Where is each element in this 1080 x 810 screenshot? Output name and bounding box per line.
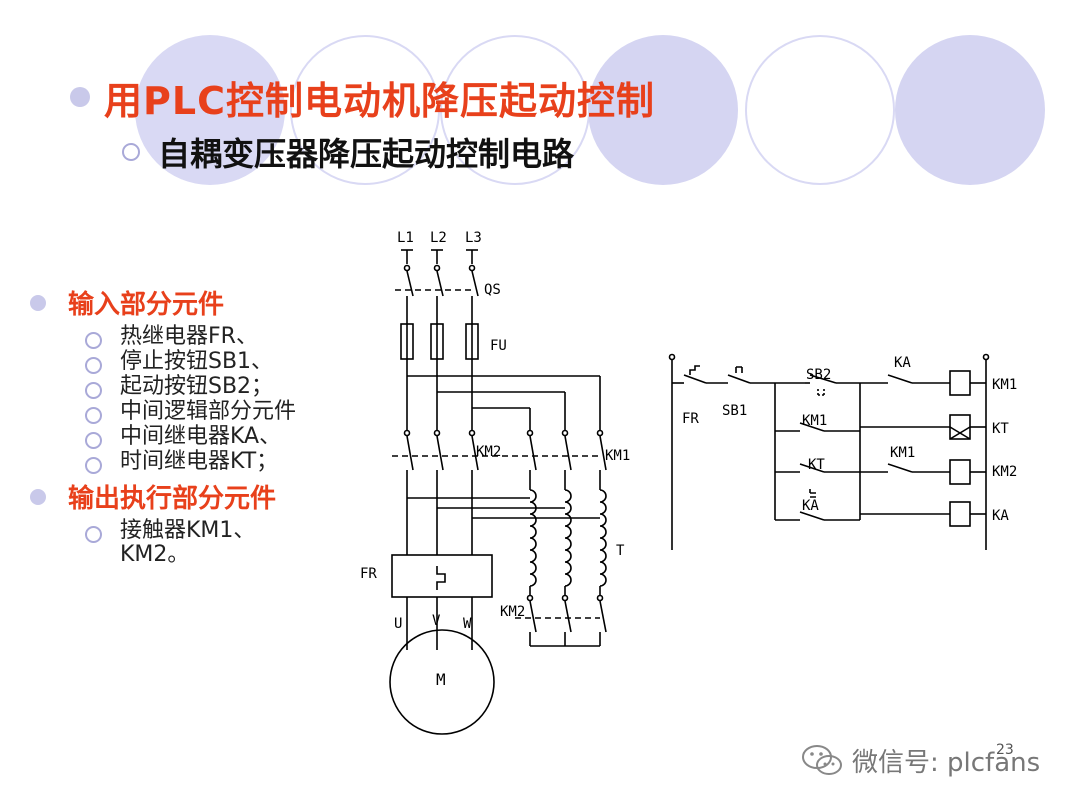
list-item-text: 起动按钮SB2； xyxy=(120,374,274,399)
item-bullet xyxy=(85,432,102,449)
ctrl-label-ka-contact: KA xyxy=(802,498,819,514)
label-km1: KM1 xyxy=(605,448,630,464)
title-bullet xyxy=(70,87,90,107)
ctrl-label-km1-mid: KM1 xyxy=(890,445,915,461)
label-w: W xyxy=(463,616,472,632)
list-item: 接触器KM1、KM2。 xyxy=(85,519,330,567)
list-item: 停止按钮SB1、 xyxy=(85,350,330,374)
ctrl-label-ka-top: KA xyxy=(894,355,911,371)
ctrl-label-fr: FR xyxy=(682,411,699,427)
item-bullet xyxy=(85,407,102,424)
slide-subtitle: 自耦变压器降压起动控制电路 xyxy=(122,130,574,174)
label-u: U xyxy=(394,616,402,632)
deco-circle-2 xyxy=(290,35,440,185)
label-l2: L2 xyxy=(430,230,447,246)
label-km2-bottom: KM2 xyxy=(500,604,525,620)
watermark-text: 微信号: plcfans xyxy=(852,747,1041,778)
list-item-text: 中间逻辑部分元件 xyxy=(120,399,297,424)
label-qs: QS xyxy=(484,282,501,298)
slide-title: 用PLC控制电动机降压起动控制 xyxy=(70,72,655,123)
ctrl-label-kt: KT xyxy=(808,457,825,473)
list-item-text: 停止按钮SB1、 xyxy=(120,349,274,374)
list-item-text: 接触器KM1、KM2。 xyxy=(120,518,256,567)
control-circuit-diagram: FR SB1 SB2 KM1 KT KA KA KM1 KM1 KT KM2 K… xyxy=(668,353,1017,550)
item-bullet xyxy=(85,332,102,349)
item-bullet xyxy=(85,526,102,543)
subtitle-bullet xyxy=(122,143,140,161)
item-bullet xyxy=(85,357,102,374)
ctrl-label-sb1: SB1 xyxy=(722,403,747,419)
list-item: 热继电器FR、 xyxy=(85,325,330,349)
list-item: 时间继电器KT； xyxy=(85,450,330,474)
ctrl-coil-km2: KM2 xyxy=(992,464,1017,480)
label-km2: KM2 xyxy=(476,444,501,460)
ctrl-coil-kt: KT xyxy=(992,421,1009,437)
watermark: 微信号: plcfans xyxy=(800,738,1070,782)
label-l3: L3 xyxy=(465,230,482,246)
label-m: M xyxy=(436,670,446,689)
label-v: V xyxy=(432,613,441,629)
deco-circle-5 xyxy=(745,35,895,185)
deco-circle-4 xyxy=(588,35,738,185)
list-item: 中间继电器KA、 xyxy=(85,425,330,449)
input-heading-text: 输入部分元件 xyxy=(68,290,225,320)
label-t: T xyxy=(616,543,625,559)
output-heading: 输出执行部分元件 xyxy=(30,478,330,515)
input-heading: 输入部分元件 xyxy=(30,284,330,321)
list-item: 起动按钮SB2； xyxy=(85,375,330,399)
ctrl-coil-ka: KA xyxy=(992,508,1009,524)
component-list: 输入部分元件 热继电器FR、 停止按钮SB1、 起动按钮SB2； 中间逻辑部分元… xyxy=(30,284,330,568)
ctrl-coil-km1: KM1 xyxy=(992,377,1017,393)
label-fu: FU xyxy=(490,338,507,354)
page-number: 23 xyxy=(996,742,1014,758)
label-l1: L1 xyxy=(397,230,414,246)
list-item: 中间逻辑部分元件 xyxy=(85,400,330,424)
wechat-icon xyxy=(802,745,842,775)
main-circuit-diagram: L1 L2 L3 QS FU KM2 KM1 T FR U V W M KM2 xyxy=(360,230,630,735)
item-bullet xyxy=(85,457,102,474)
label-fr: FR xyxy=(360,566,377,582)
list-item-text: 热继电器FR、 xyxy=(120,324,258,349)
title-text: 用PLC控制电动机降压起动控制 xyxy=(104,78,655,123)
list-item-text: 中间继电器KA、 xyxy=(120,424,282,449)
item-bullet xyxy=(85,382,102,399)
heading-bullet xyxy=(30,488,46,505)
deco-circle-6 xyxy=(895,35,1045,185)
list-item-text: 时间继电器KT； xyxy=(120,449,279,474)
ctrl-label-km1-hold: KM1 xyxy=(802,413,827,429)
output-heading-text: 输出执行部分元件 xyxy=(68,484,277,514)
deco-circle-1 xyxy=(135,35,285,185)
subtitle-text: 自耦变压器降压起动控制电路 xyxy=(158,135,575,173)
deco-circle-3 xyxy=(440,35,590,185)
ctrl-label-sb2: SB2 xyxy=(806,367,831,383)
heading-bullet xyxy=(30,294,46,311)
